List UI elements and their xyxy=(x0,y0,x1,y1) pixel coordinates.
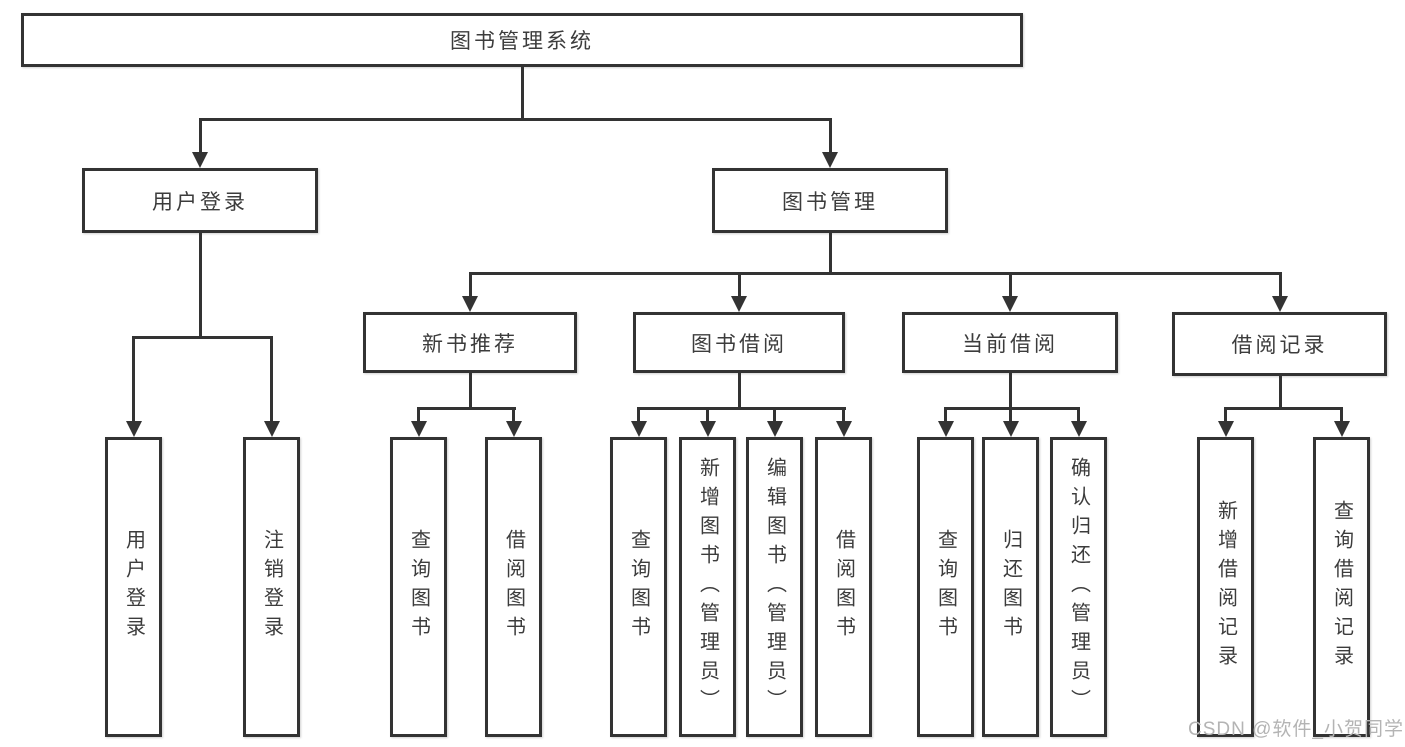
node-book-borrowing: 图书借阅 xyxy=(633,312,845,373)
connector-arrow-down xyxy=(731,272,747,312)
leaf-query-books-borrowing: 查询图书 xyxy=(610,437,667,737)
leaf-edit-books-admin: 编辑图书（管理员） xyxy=(746,437,803,737)
connector-arrow-down xyxy=(1272,272,1288,312)
connector-line xyxy=(637,407,846,410)
leaf-add-borrow-record: 新增借阅记录 xyxy=(1197,437,1254,737)
connector-line xyxy=(417,407,516,410)
connector-line xyxy=(468,272,1282,275)
node-book-management: 图书管理 xyxy=(712,168,948,233)
connector-arrow-down xyxy=(192,118,208,168)
connector-line xyxy=(1224,407,1343,410)
connector-arrow-down xyxy=(1002,407,1019,437)
connector-arrow-down xyxy=(835,407,852,437)
node-new-book-recommendation: 新书推荐 xyxy=(363,312,577,373)
connector-arrow-down xyxy=(1333,407,1350,437)
connector-arrow-down xyxy=(1217,407,1234,437)
leaf-query-books-current: 查询图书 xyxy=(917,437,974,737)
leaf-user-login: 用户登录 xyxy=(105,437,162,737)
watermark-text: CSDN @软件_小贺同学 xyxy=(1188,719,1404,740)
node-current-borrowing: 当前借阅 xyxy=(902,312,1118,373)
leaf-borrow-books-recommend: 借阅图书 xyxy=(485,437,542,737)
connector-arrow-down xyxy=(630,407,647,437)
connector-arrow-down xyxy=(462,272,478,312)
node-library-system: 图书管理系统 xyxy=(21,13,1023,67)
connector-arrow-down xyxy=(766,407,783,437)
connector-arrow-down xyxy=(410,407,427,437)
connector-arrow-down xyxy=(699,407,716,437)
connector-arrow-down xyxy=(505,407,522,437)
connector-line xyxy=(198,233,202,339)
connector-line xyxy=(520,67,524,121)
leaf-query-borrow-record: 查询借阅记录 xyxy=(1313,437,1370,737)
connector-line xyxy=(132,336,273,339)
connector-line xyxy=(737,373,741,410)
leaf-return-books: 归还图书 xyxy=(982,437,1039,737)
connector-arrow-down xyxy=(1070,407,1087,437)
leaf-logout: 注销登录 xyxy=(243,437,300,737)
connector-line xyxy=(468,373,472,410)
leaf-query-books-recommend: 查询图书 xyxy=(390,437,447,737)
connector-arrow-down xyxy=(822,118,838,168)
connector-line xyxy=(198,118,832,121)
connector-line xyxy=(828,233,832,275)
leaf-add-books-admin: 新增图书（管理员） xyxy=(679,437,736,737)
connector-arrow-down xyxy=(1002,272,1018,312)
node-borrowing-records: 借阅记录 xyxy=(1172,312,1387,376)
connector-arrow-down xyxy=(937,407,954,437)
connector-arrow-down xyxy=(263,336,280,437)
connector-line xyxy=(1008,373,1012,410)
connector-line xyxy=(944,407,1080,410)
node-user-login: 用户登录 xyxy=(82,168,318,233)
leaf-confirm-return-admin: 确认归还（管理员） xyxy=(1050,437,1107,737)
connector-arrow-down xyxy=(125,336,142,437)
leaf-borrow-books: 借阅图书 xyxy=(815,437,872,737)
connector-line xyxy=(1278,376,1282,410)
